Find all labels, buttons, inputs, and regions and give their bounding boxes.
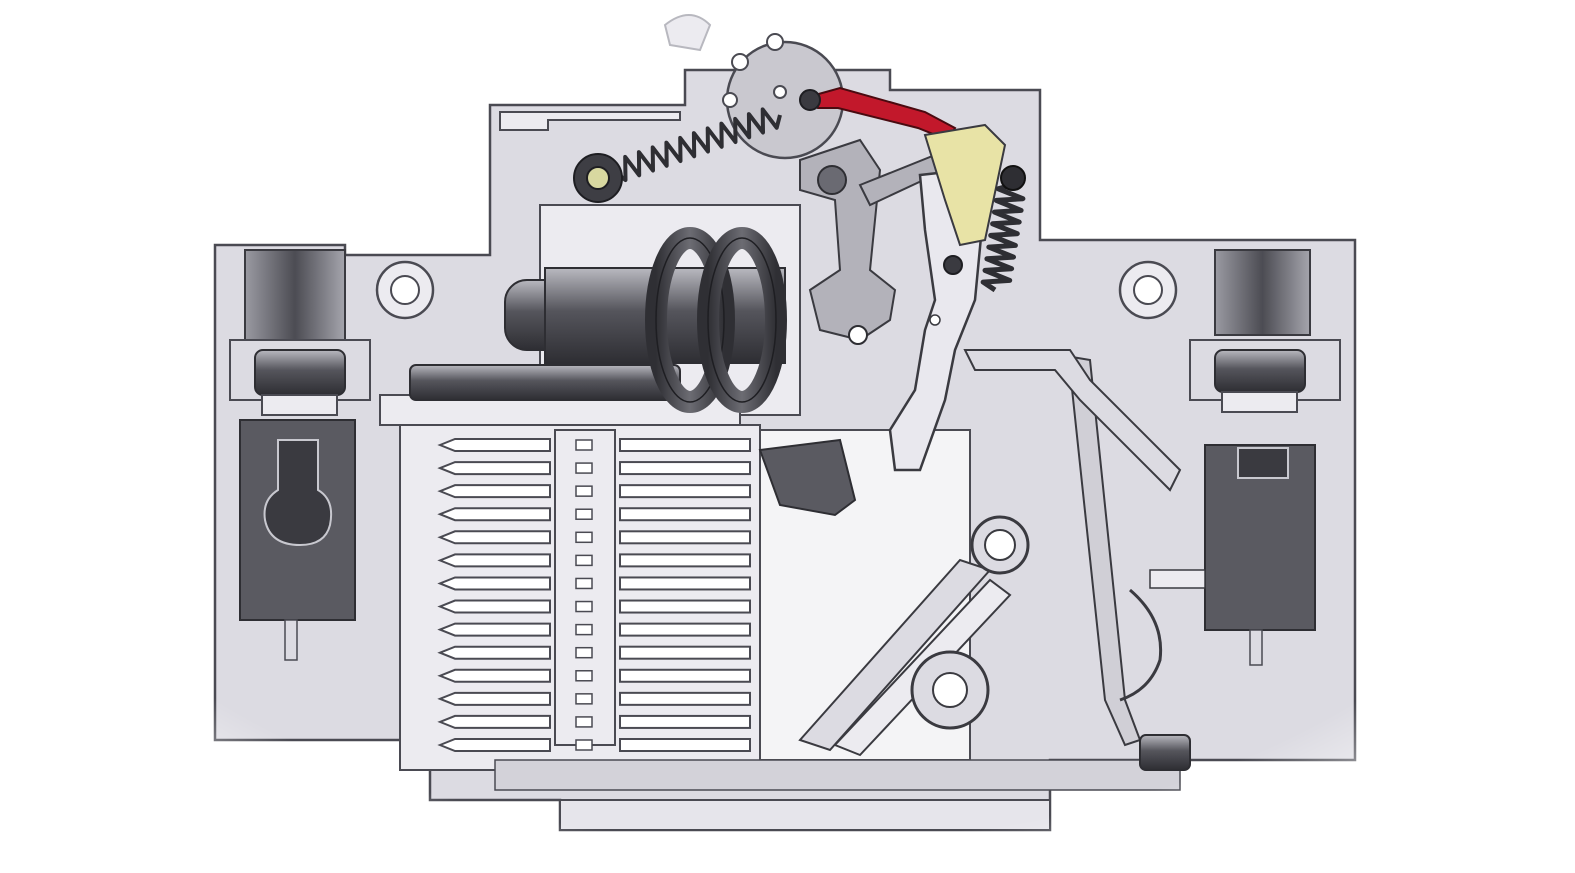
breaker-illustration [0, 0, 1575, 873]
breaker-cutaway-diagram [0, 0, 1575, 873]
vignette [0, 0, 1575, 873]
